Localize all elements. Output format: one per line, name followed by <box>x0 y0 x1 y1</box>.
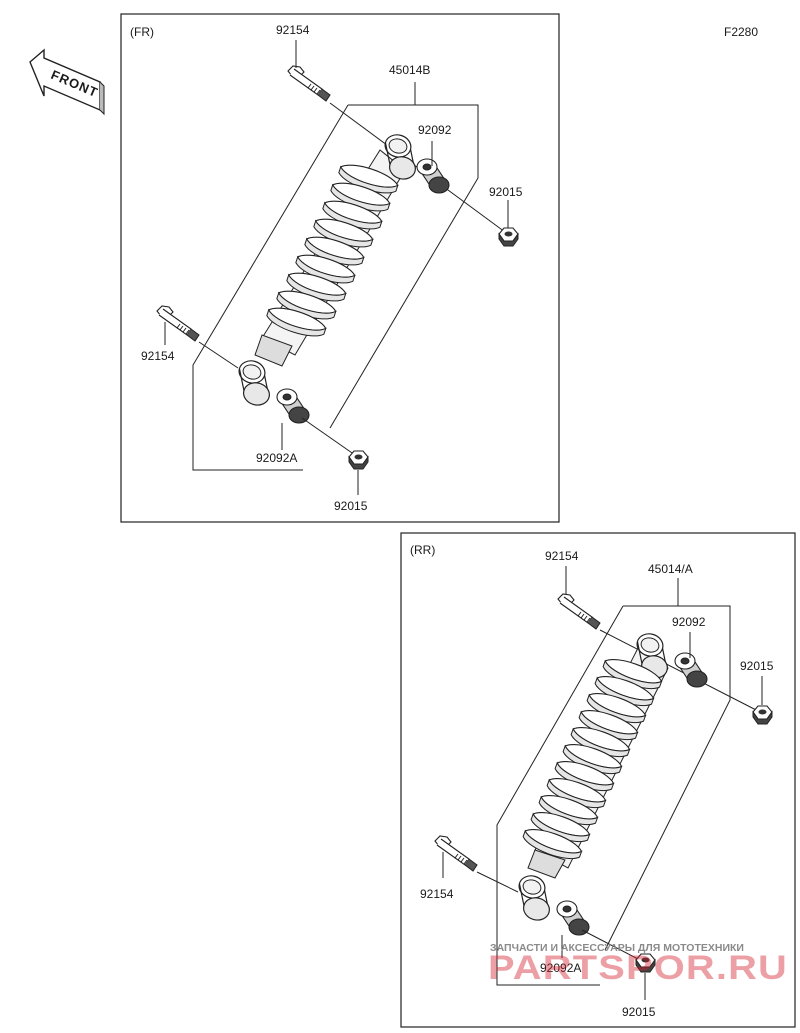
rear-top-rubber-bushing <box>674 652 708 688</box>
rear-shock-absorber <box>510 630 676 924</box>
rear-label-shock-assembly: 45014/A <box>648 562 693 576</box>
rear-bottom-rubber-bushing <box>556 900 590 936</box>
watermark-tagline: ЗАПЧАСТИ И АКСЕССУАРЫ ДЛЯ МОТОТЕХНИКИ <box>490 942 744 954</box>
watermark: ЗАПЧАСТИ И АКСЕССУАРЫ ДЛЯ МОТОТЕХНИКИ PA… <box>488 942 788 987</box>
rear-label-bolt-top: 92154 <box>545 549 579 563</box>
rear-assembly-bracket <box>496 605 731 986</box>
front-label-nut-bottom: 92015 <box>334 499 368 513</box>
front-label-bolt-bottom: 92154 <box>141 349 175 363</box>
front-label-collar-top: 92092 <box>418 123 452 137</box>
front-shock-absorber <box>230 131 424 409</box>
front-assembly-bracket <box>192 104 479 471</box>
rear-top-nut <box>752 705 773 725</box>
watermark-brand: PARTSPOR.RU <box>488 949 788 987</box>
front-top-rubber-bushing <box>416 158 450 194</box>
page-code: F2280 <box>724 25 758 39</box>
rear-section: (RR) <box>400 532 796 1028</box>
front-section-border <box>120 13 560 523</box>
front-section-title: (FR) <box>130 25 154 39</box>
front-bottom-nut <box>348 450 369 470</box>
front-arrow-icon: FRONT <box>29 48 105 116</box>
rear-label-collar-top: 92092 <box>672 615 706 629</box>
rear-label-bolt-bottom: 92154 <box>420 887 454 901</box>
front-label-shock-assembly: 45014B <box>389 63 430 77</box>
rear-section-border <box>400 532 796 1028</box>
front-label-collar-bottom: 92092A <box>256 451 297 465</box>
rear-bottom-bolt <box>434 835 478 872</box>
front-label-bolt-top: 92154 <box>276 23 310 37</box>
front-top-bolt <box>287 65 331 102</box>
front-top-nut <box>498 227 519 247</box>
rear-label-collar-bottom: 92092A <box>540 961 581 975</box>
front-label-nut-top: 92015 <box>489 185 523 199</box>
rear-label-nut-top: 92015 <box>740 659 774 673</box>
front-section: (FR) <box>120 13 560 523</box>
rear-label-nut-bottom: 92015 <box>622 1005 656 1019</box>
front-bottom-rubber-bushing <box>276 388 310 424</box>
rear-top-bolt <box>557 593 601 630</box>
front-bottom-bolt <box>156 305 200 342</box>
rear-section-title: (RR) <box>410 543 435 557</box>
